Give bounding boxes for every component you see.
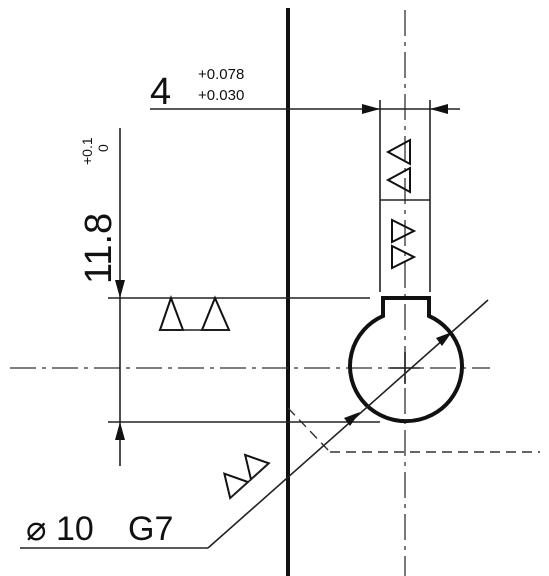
depth-arrow-top [115,280,125,298]
depth-nominal-text: 11.8 [78,213,120,284]
bore-diameter-size: 10 [56,510,94,548]
keyed-bore-outline [348,296,464,424]
bore-fit-class: G7 [128,510,173,548]
width-upper-tolerance: +0.078 [198,66,244,83]
surface-finish-symbol-keyway-top [158,295,231,331]
surface-finish-symbol-keyway-side [380,138,430,270]
bore-diameter-symbol: ⌀ [26,510,46,548]
bore-leader-arrow-lower [344,412,360,426]
depth-upper-tolerance: +0.1 [79,137,95,165]
width-arrow-left [362,104,380,114]
depth-arrow-bottom [115,422,125,440]
width-lower-tolerance: +0.030 [198,87,244,104]
width-nominal-text: 4 [150,71,171,113]
surface-finish-symbol-bore [222,453,271,500]
bore-leader-arrow-upper [436,332,452,346]
depth-lower-tolerance: 0 [95,144,111,152]
width-arrow-right [430,104,448,114]
hidden-line-chamfer [287,407,331,453]
